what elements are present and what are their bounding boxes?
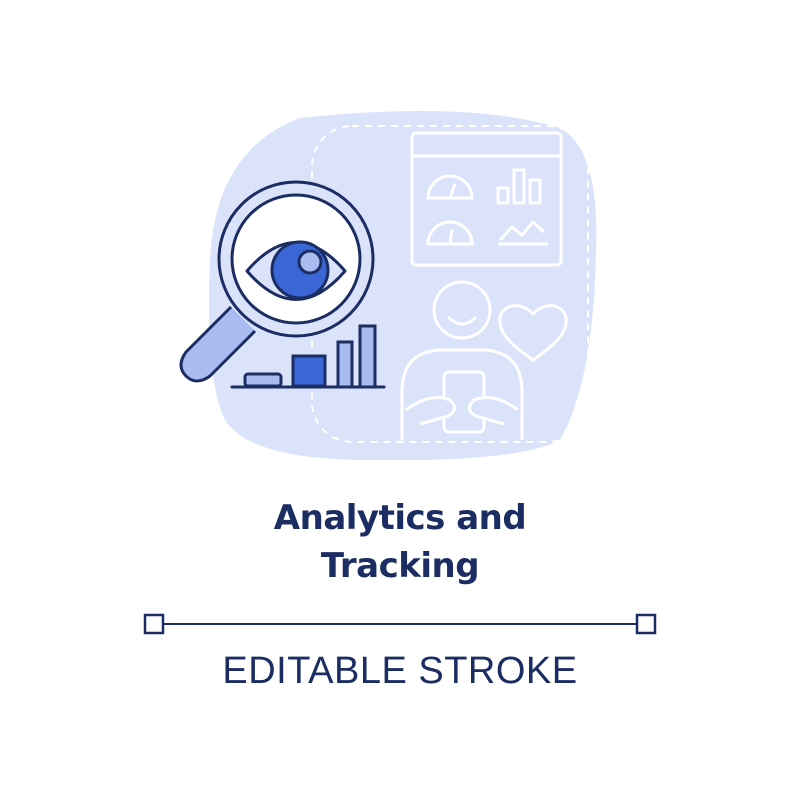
heart-icon <box>498 304 568 362</box>
divider-handle-right <box>635 613 657 635</box>
bar-chart-icon <box>230 324 386 389</box>
illustration-title: Analytics and Tracking <box>0 494 800 590</box>
magnifier-eye-icon <box>179 180 375 383</box>
title-line-2: Tracking <box>320 546 480 586</box>
editable-stroke-caption: EDITABLE STROKE <box>222 650 578 692</box>
title-line-1: Analytics and <box>273 498 527 538</box>
dashed-outline <box>311 125 589 443</box>
analytics-illustration <box>179 110 597 461</box>
dashboard-panel-icon <box>410 131 563 267</box>
divider-handle-left <box>143 613 165 635</box>
stroke-divider <box>143 613 657 635</box>
person-with-phone-icon <box>400 280 524 440</box>
